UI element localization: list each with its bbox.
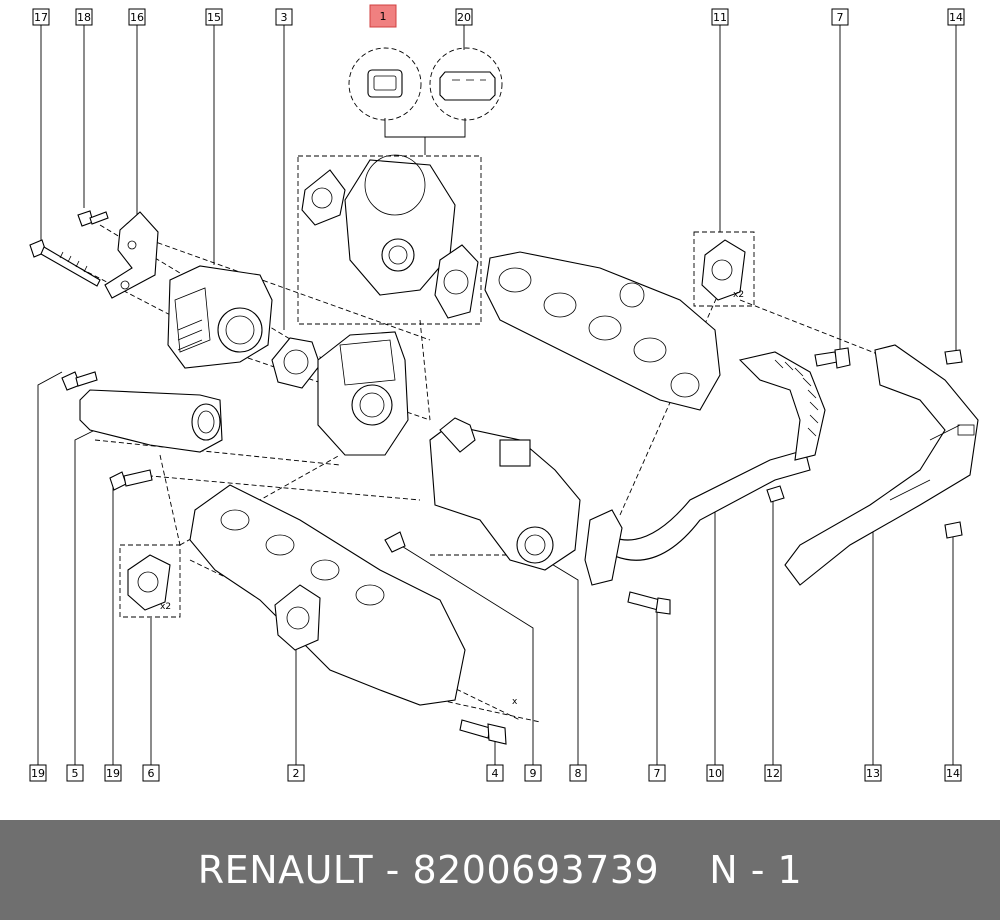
callout-13[interactable]: 13 xyxy=(864,764,882,782)
svg-text:13: 13 xyxy=(866,767,880,780)
egr-cooler-part8 xyxy=(429,417,581,571)
callout-3[interactable]: 3 xyxy=(275,8,293,26)
svg-text:20: 20 xyxy=(457,11,471,24)
page-reference: N - 1 xyxy=(709,848,803,892)
svg-text:3: 3 xyxy=(281,11,288,24)
egr-valve-assembly-part1 xyxy=(297,154,482,325)
callout-12[interactable]: 12 xyxy=(764,764,782,782)
callout-9[interactable]: 9 xyxy=(524,764,542,782)
svg-text:9: 9 xyxy=(530,767,537,780)
bolt-part19-lower xyxy=(109,469,153,491)
callout-19-b[interactable]: 19 xyxy=(104,764,122,782)
callout-19-a[interactable]: 19 xyxy=(29,764,47,782)
exploded-parts-diagram: x2 xyxy=(29,4,979,782)
intake-manifold-lower: x xyxy=(189,484,518,745)
callout-11[interactable]: 11 xyxy=(711,8,729,26)
callout-7-bottom[interactable]: 7 xyxy=(648,764,666,782)
gasket-part6: x2 xyxy=(119,544,181,618)
gasket11-qty-label: x2 xyxy=(733,290,744,300)
callout-15[interactable]: 15 xyxy=(205,8,223,26)
svg-text:19: 19 xyxy=(31,767,45,780)
svg-text:4: 4 xyxy=(492,767,499,780)
throttle-body-part15 xyxy=(167,265,273,369)
callout-1-highlighted[interactable]: 1 xyxy=(369,4,397,28)
egr-pipe-part10 xyxy=(584,351,826,586)
callout-7-top[interactable]: 7 xyxy=(831,8,849,26)
connector-zoom-part1 xyxy=(348,47,422,121)
svg-text:14: 14 xyxy=(949,11,963,24)
callout-5[interactable]: 5 xyxy=(66,764,84,782)
callout-14-top[interactable]: 14 xyxy=(947,8,965,26)
callout-16[interactable]: 16 xyxy=(128,8,146,26)
callout-17[interactable]: 17 xyxy=(32,8,50,26)
long-bolt-part17 xyxy=(29,239,101,287)
svg-text:14: 14 xyxy=(946,767,960,780)
svg-text:2: 2 xyxy=(293,767,300,780)
svg-text:6: 6 xyxy=(148,767,155,780)
svg-text:18: 18 xyxy=(77,11,91,24)
svg-text:16: 16 xyxy=(130,11,144,24)
callout-10[interactable]: 10 xyxy=(706,764,724,782)
small-bolt-part18 xyxy=(77,210,109,227)
callout-6[interactable]: 6 xyxy=(142,764,160,782)
part-number-footer: RENAULT - 8200693739 N - 1 xyxy=(0,820,1000,920)
brand-part-number: RENAULT - 8200693739 xyxy=(197,848,660,892)
gasket-part11: x2 xyxy=(693,231,755,307)
callout-18[interactable]: 18 xyxy=(75,8,93,26)
cooler-tube-part5 xyxy=(61,371,223,453)
heat-shield-part13 xyxy=(784,344,979,586)
callouts: 17 18 16 15 3 1 20 11 7 14 19 xyxy=(29,4,965,782)
svg-text:7: 7 xyxy=(837,11,844,24)
callout-4[interactable]: 4 xyxy=(486,764,504,782)
axis-mark-label: x xyxy=(512,697,518,707)
callout-14-bottom[interactable]: 14 xyxy=(944,764,962,782)
svg-text:8: 8 xyxy=(575,767,582,780)
svg-text:1: 1 xyxy=(380,10,387,23)
svg-text:7: 7 xyxy=(654,767,661,780)
svg-text:5: 5 xyxy=(72,767,79,780)
bracket-part16 xyxy=(104,211,159,299)
callout-8[interactable]: 8 xyxy=(569,764,587,782)
gasket6-qty-label: x2 xyxy=(160,602,171,612)
callout-2[interactable]: 2 xyxy=(287,764,305,782)
connector-zoom-part20 xyxy=(429,47,503,121)
leader-lines xyxy=(37,25,957,765)
callout-20[interactable]: 20 xyxy=(455,8,473,26)
egr-valve-main xyxy=(317,331,409,456)
svg-text:11: 11 xyxy=(713,11,727,24)
bolts-group xyxy=(384,347,963,615)
svg-text:15: 15 xyxy=(207,11,221,24)
exhaust-manifold-upper xyxy=(484,251,721,411)
svg-text:12: 12 xyxy=(766,767,780,780)
svg-text:17: 17 xyxy=(34,11,48,24)
svg-text:19: 19 xyxy=(106,767,120,780)
svg-text:10: 10 xyxy=(708,767,722,780)
